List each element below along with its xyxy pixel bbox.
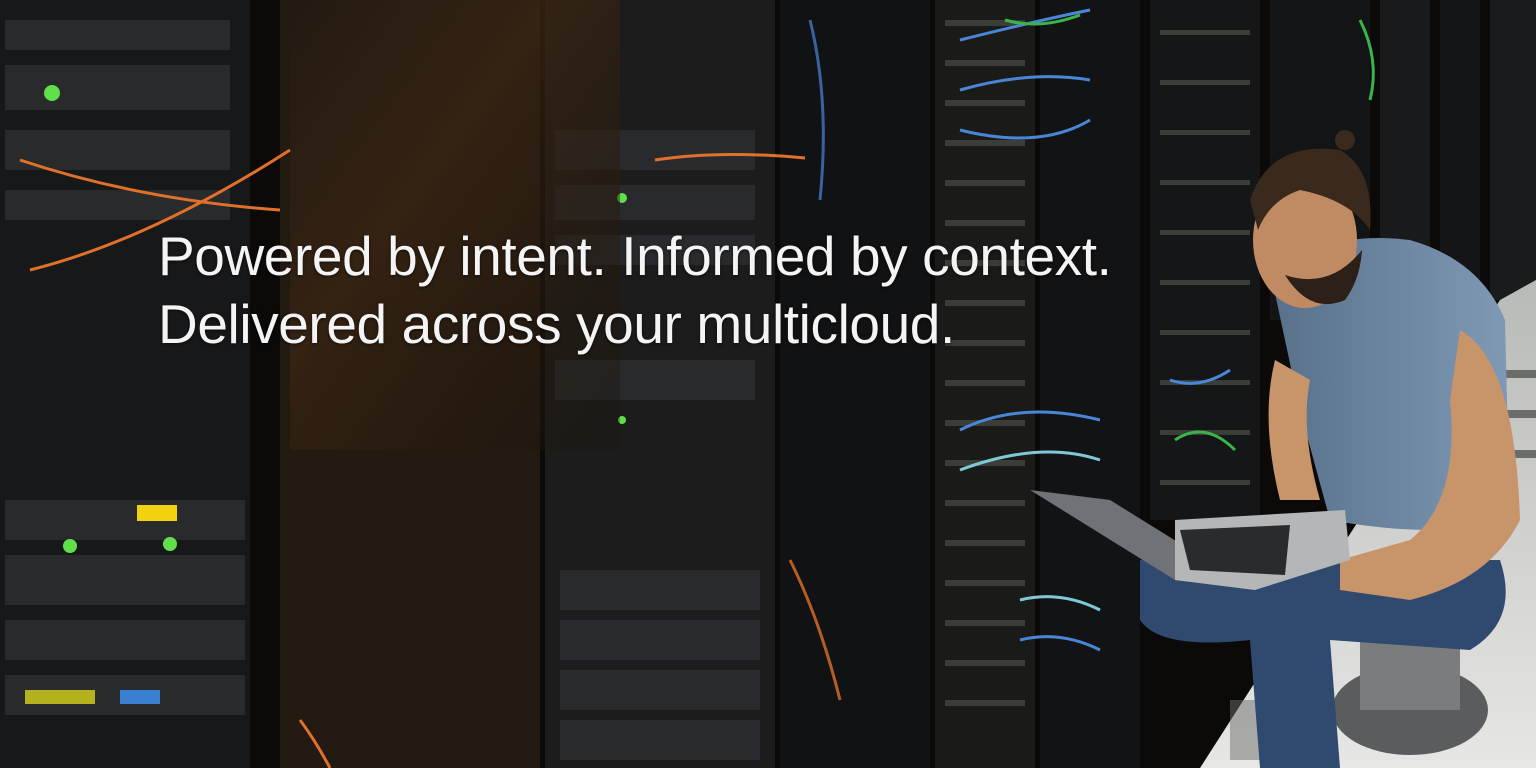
person-with-laptop	[1030, 130, 1520, 768]
warm-overlay	[290, 0, 620, 450]
status-lights	[25, 85, 627, 704]
headline-line-2: Delivered across your multicloud.	[158, 293, 955, 355]
network-cables	[19, 8, 1375, 768]
hero-headline: Powered by intent. Informed by context. …	[158, 222, 1112, 358]
headline-line-1: Powered by intent. Informed by context.	[158, 225, 1112, 287]
